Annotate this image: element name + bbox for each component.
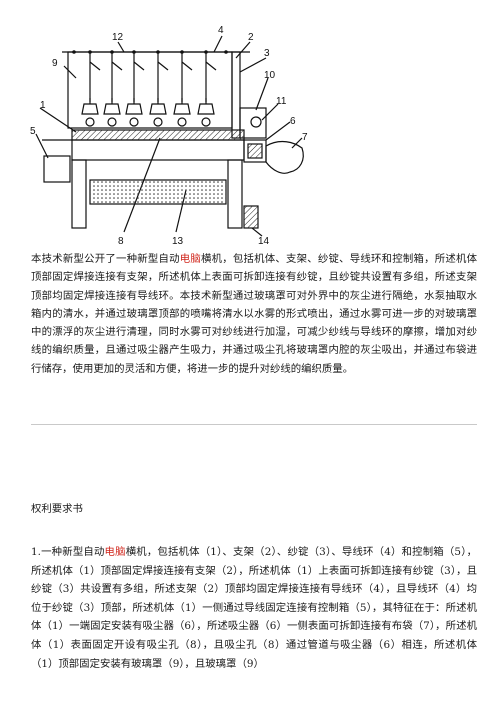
fig-label-7: 7 <box>302 132 308 143</box>
fig-label-12: 12 <box>112 32 124 43</box>
abstract-highlight: 电脑 <box>179 253 201 265</box>
abstract-text-rest: 横机，包括机体、支架、纱锭、导线环和控制箱，所述机体顶部固定焊接连接有支架，所述… <box>31 253 478 375</box>
fig-label-1: 1 <box>40 100 46 111</box>
fig-label-11: 11 <box>276 96 287 107</box>
fig-label-3: 3 <box>264 48 270 59</box>
fig-label-9: 9 <box>52 58 58 69</box>
abstract-paragraph: 本技术新型公开了一种新型自动电脑横机，包括机体、支架、纱锭、导线环和控制箱，所述… <box>31 250 477 378</box>
fig-label-5: 5 <box>30 126 36 137</box>
claims-text-start: 1.一种新型自动 <box>31 546 105 558</box>
section-divider <box>31 424 477 425</box>
fig-label-8: 8 <box>118 236 124 247</box>
claims-highlight: 电脑 <box>104 546 126 558</box>
machine-diagram: 12 4 2 3 9 10 11 1 6 5 7 8 13 14 <box>30 25 308 247</box>
claims-paragraph: 1.一种新型自动电脑横机，包括机体（1）、支架（2）、纱锭（3）、导线环（4）和… <box>31 543 477 673</box>
claims-section-title: 权利要求书 <box>31 503 83 515</box>
fig-label-10: 10 <box>264 70 276 81</box>
patent-figure: 12 4 2 3 9 10 11 1 6 5 7 8 13 14 <box>0 0 504 250</box>
fig-label-13: 13 <box>172 236 184 247</box>
abstract-text-start: 本技术新型公开了一种新型自动 <box>31 253 180 265</box>
claims-text-rest: 横机，包括机体（1）、支架（2）、纱锭（3）、导线环（4）和控制箱（5），所述机… <box>31 546 477 670</box>
fig-label-6: 6 <box>290 116 296 127</box>
fig-label-14: 14 <box>258 236 270 247</box>
fig-label-4: 4 <box>218 25 224 36</box>
fig-label-2: 2 <box>248 32 254 43</box>
